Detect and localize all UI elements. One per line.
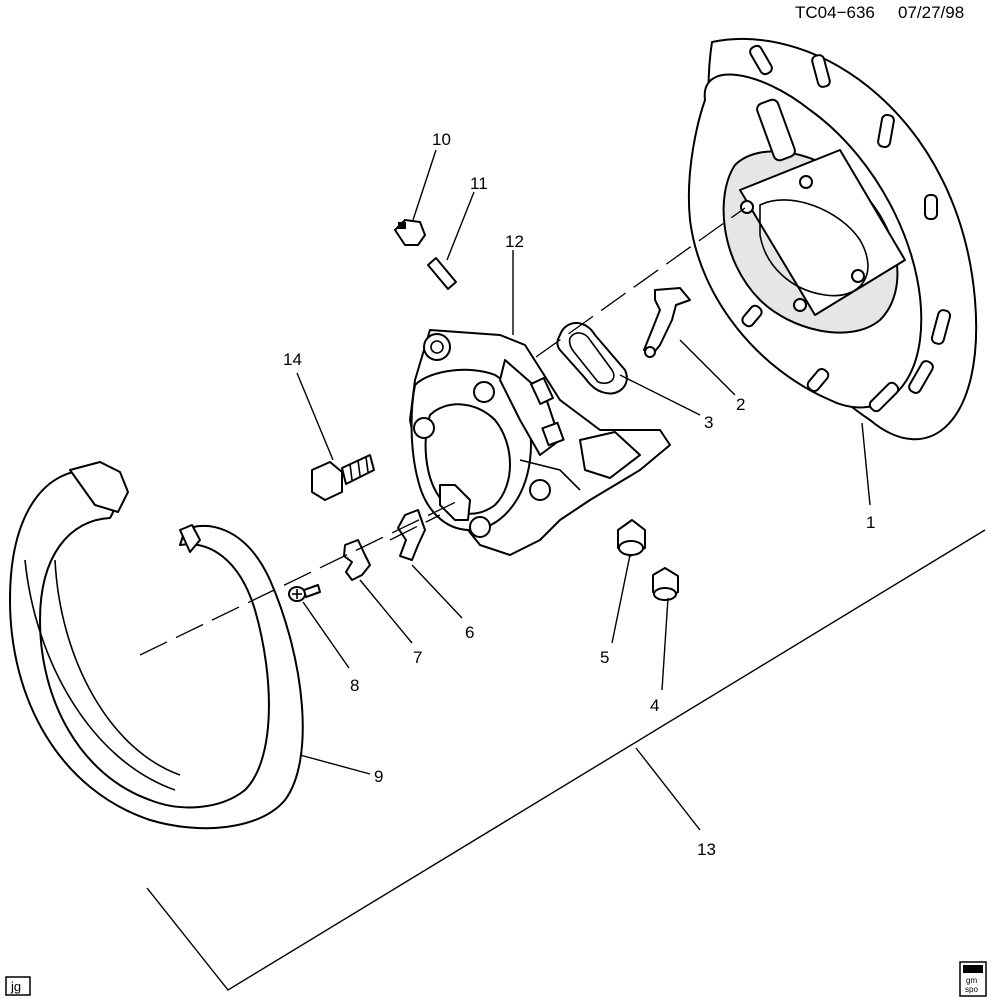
callout-5: 5 [600,648,609,667]
adjuster-sleeve [617,519,646,557]
seal [556,322,628,395]
alignment-line-clip [389,514,441,541]
alignment-line-lower [139,499,461,656]
brake-shoe [9,461,304,830]
retainer-clip-6 [397,509,426,561]
callout-8: 8 [350,676,359,695]
leader-lines [296,149,871,831]
logo-line-1: gm [966,976,977,985]
assembly-bracket [146,529,986,991]
callout-14: 14 [283,350,302,369]
pin [427,257,457,290]
callout-1: 1 [866,513,875,532]
logo-line-2: spo [965,985,978,994]
backing-plate [687,37,978,441]
callout-7: 7 [413,648,422,667]
callout-12: 12 [505,232,524,251]
callout-11: 11 [470,174,488,193]
callout-3: 3 [704,413,713,432]
adjuster-nut [652,567,679,601]
initials-box: jg [5,976,31,996]
parking-brake-lever [643,287,691,358]
drawing-id: TC04−636 [795,3,875,22]
bleeder-cap [394,219,426,246]
alignment-line-upper [535,207,746,358]
gm-spo-logo: gm spo [959,961,987,997]
caliper-body [409,329,671,556]
callout-2: 2 [736,395,745,414]
callout-13: 13 [697,840,716,859]
callout-6: 6 [465,623,474,642]
callout-10: 10 [432,130,451,149]
callout-9: 9 [374,767,383,786]
drawing-date: 07/27/98 [898,3,964,22]
bolt [311,454,375,501]
screw [288,584,321,602]
callout-4: 4 [650,696,659,715]
initials-text: jg [10,979,21,994]
